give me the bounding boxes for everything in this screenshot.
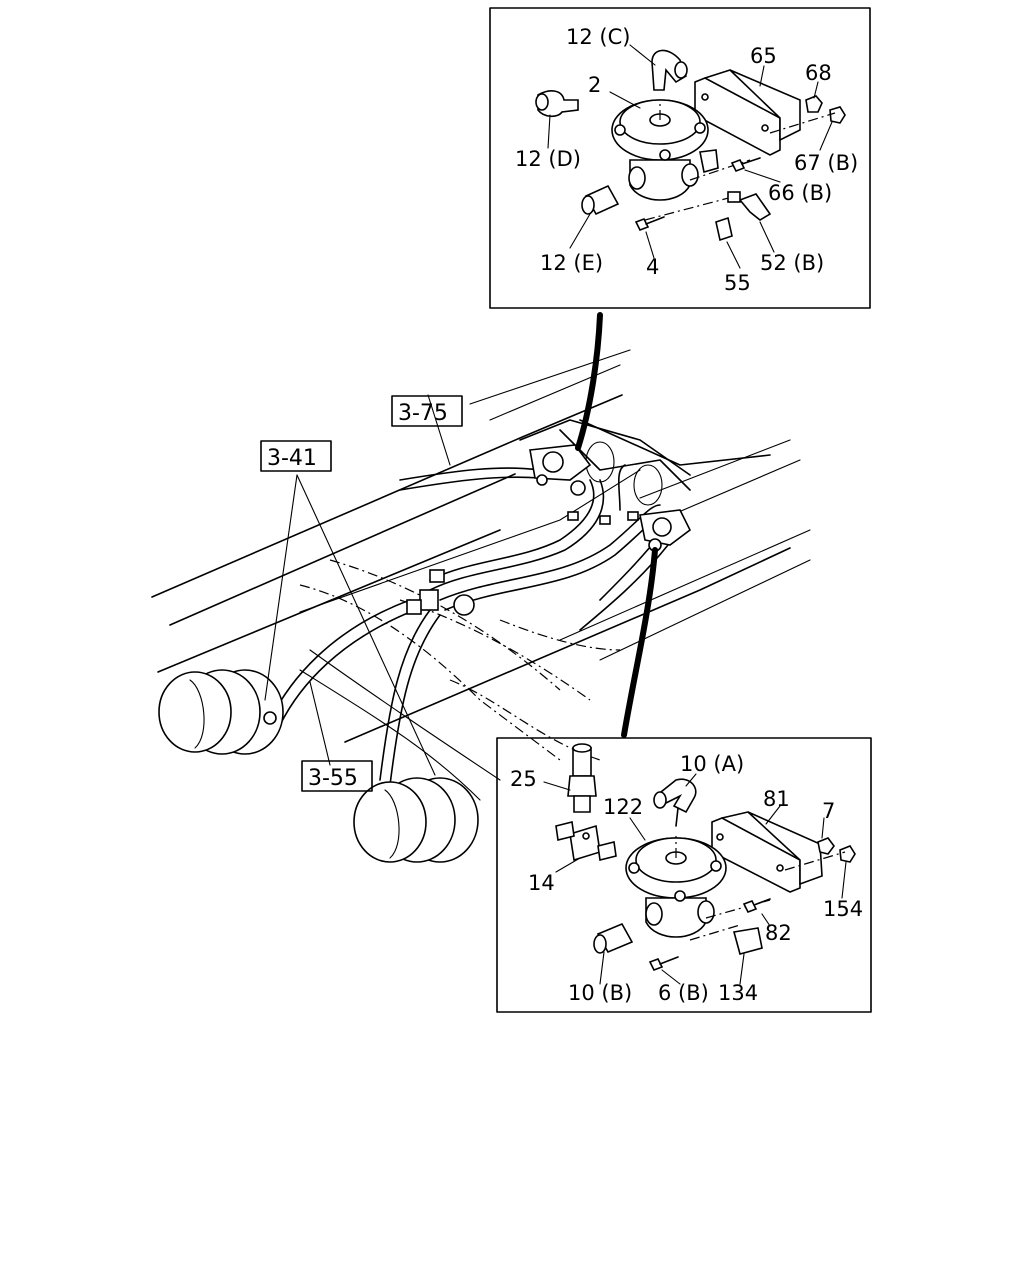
label-25: 25 <box>510 767 537 791</box>
label-122: 122 <box>603 795 643 819</box>
air-chamber-right <box>353 777 479 863</box>
air-chamber-left <box>158 669 284 755</box>
label-12c: 12 (C) <box>566 25 630 49</box>
label-14: 14 <box>528 871 555 895</box>
label-82: 82 <box>765 921 792 945</box>
label-81: 81 <box>763 787 790 811</box>
label-12d: 12 (D) <box>515 147 581 171</box>
label-7: 7 <box>822 799 835 823</box>
label-65: 65 <box>750 44 777 68</box>
reference-3-75: 3-75 <box>391 395 463 427</box>
label-154: 154 <box>823 897 863 921</box>
reference-3-41: 3-41 <box>260 440 332 472</box>
label-10a: 10 (A) <box>680 752 744 776</box>
ref-label-3-55: 3-55 <box>308 766 358 791</box>
label-4: 4 <box>646 255 659 279</box>
label-134: 134 <box>718 981 758 1005</box>
label-66b: 66 (B) <box>768 181 832 205</box>
label-68: 68 <box>805 61 832 85</box>
upper-detail-view: 12 (C) 2 65 68 12 (D) 67 (B) 66 (B) 12 (… <box>489 7 871 309</box>
label-10b: 10 (B) <box>568 981 632 1005</box>
label-55: 55 <box>724 271 751 295</box>
label-2: 2 <box>588 73 601 97</box>
label-6b: 6 (B) <box>658 981 709 1005</box>
label-67b: 67 (B) <box>794 151 858 175</box>
reference-3-55: 3-55 <box>301 760 373 792</box>
chassis-assembly <box>151 312 811 863</box>
lower-detail-view: 25 10 (A) 81 7 122 14 154 82 10 (B) 6 (B… <box>496 737 872 1013</box>
ref-label-3-41: 3-41 <box>267 446 317 471</box>
label-12e: 12 (E) <box>540 251 603 275</box>
label-52b: 52 (B) <box>760 251 824 275</box>
ref-label-3-75: 3-75 <box>398 401 448 426</box>
